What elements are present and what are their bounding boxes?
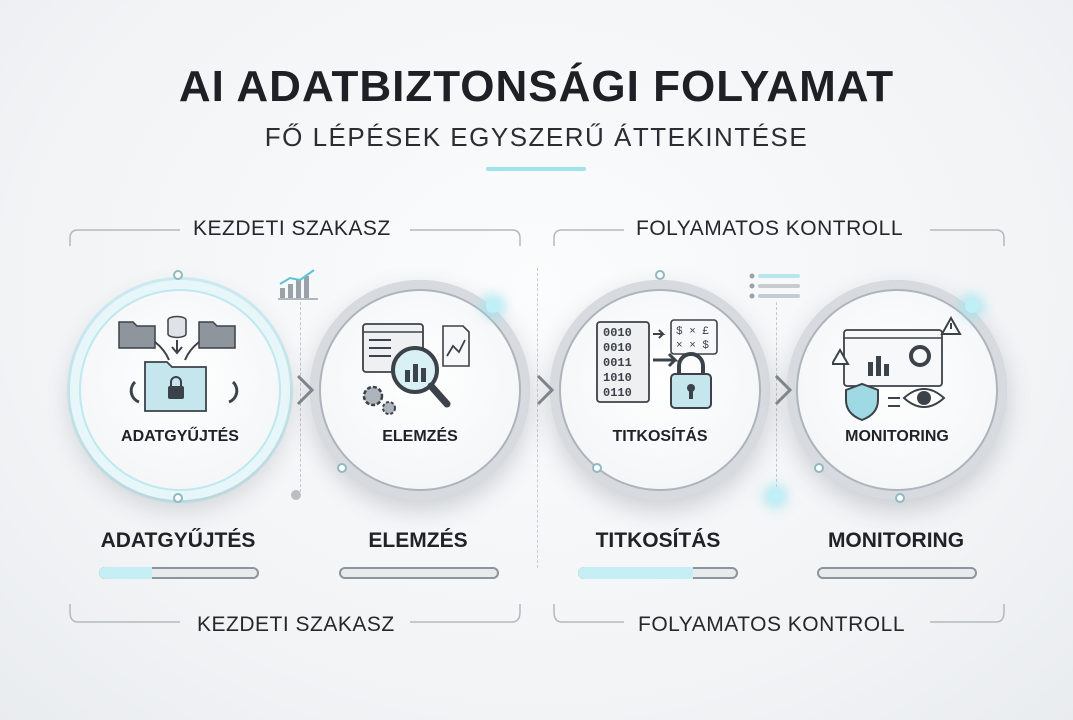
node-dot [592, 463, 602, 473]
phase-bracket-right-bottom [553, 604, 1005, 623]
connector-line [300, 302, 301, 492]
chevron-right-icon [536, 374, 555, 406]
node-dot [814, 463, 824, 473]
node-dot [655, 270, 665, 280]
svg-text:0110: 0110 [603, 386, 632, 400]
glow-node [768, 489, 782, 503]
svg-text:$ × £: $ × £ [676, 326, 709, 338]
progress-bar-titkositas [578, 567, 738, 579]
node-dot [291, 490, 301, 500]
folder-collect-icon [118, 315, 239, 412]
connector-line [776, 302, 777, 492]
svg-text:0010: 0010 [603, 341, 632, 355]
svg-text:0010: 0010 [603, 326, 632, 340]
step-circle-label: ELEMZÉS [382, 428, 458, 445]
step-circle-elemzes[interactable]: ELEMZÉS [310, 280, 530, 500]
svg-text:× × $: × × $ [676, 340, 709, 352]
svg-text:0011: 0011 [603, 356, 632, 370]
encryption-lock-icon: 0010 0010 0011 1010 0110 $ × £ × × $ [596, 319, 718, 409]
progress-fill [578, 567, 694, 579]
analysis-magnifier-icon [362, 323, 470, 415]
step-name-adatgyujtes: ADATGYŰJTÉS [100, 529, 256, 552]
step-circle-monitoring[interactable]: MONITORING [787, 280, 1007, 500]
step-circle-adatgyujtes[interactable]: ADATGYŰJTÉS [70, 280, 290, 500]
svg-text:1010: 1010 [603, 371, 632, 385]
step-circle-label: TITKOSÍTÁS [612, 428, 708, 445]
growth-chart-icon [278, 269, 318, 300]
phase-label-left-bottom: KEZDETI SZAKASZ [197, 613, 395, 636]
glow-node [965, 299, 979, 313]
page-title: AI ADATBIZTONSÁGI FOLYAMAT [178, 62, 895, 111]
phase-divider [537, 268, 538, 568]
step-name-monitoring: MONITORING [827, 529, 965, 552]
progress-bar-adatgyujtes [99, 567, 259, 579]
phase-label-left-top: KEZDETI SZAKASZ [193, 217, 391, 240]
phase-label-right-bottom: FOLYAMATOS KONTROLL [638, 613, 905, 636]
step-name-elemzes: ELEMZÉS [368, 529, 468, 552]
phase-bracket-left-bottom [69, 604, 521, 623]
progress-bar-monitoring [817, 567, 977, 579]
phase-bracket-right-top [553, 229, 1005, 246]
chevron-right-icon [296, 374, 315, 406]
node-dot [173, 270, 183, 280]
node-dot [337, 463, 347, 473]
page-subtitle: FŐ LÉPÉSEK EGYSZERŰ ÁTTEKINTÉSE [264, 122, 809, 152]
phase-label-right-top: FOLYAMATOS KONTROLL [636, 217, 903, 240]
node-dot [895, 493, 905, 503]
chevron-right-icon [774, 374, 793, 406]
glow-node [486, 299, 500, 313]
progress-fill [99, 567, 152, 579]
step-circle-titkositas[interactable]: 0010 0010 0011 1010 0110 $ × £ × × $ TIT… [550, 280, 770, 500]
monitoring-eye-icon [832, 315, 962, 422]
node-dot [173, 493, 183, 503]
list-lines-icon [749, 273, 800, 299]
step-circle-label: MONITORING [845, 428, 949, 445]
step-name-titkositas: TITKOSÍTÁS [595, 529, 721, 552]
progress-bar-elemzes [339, 567, 499, 579]
title-underline [486, 167, 586, 171]
phase-bracket-left-top [69, 229, 521, 246]
step-circle-label: ADATGYŰJTÉS [121, 428, 239, 445]
